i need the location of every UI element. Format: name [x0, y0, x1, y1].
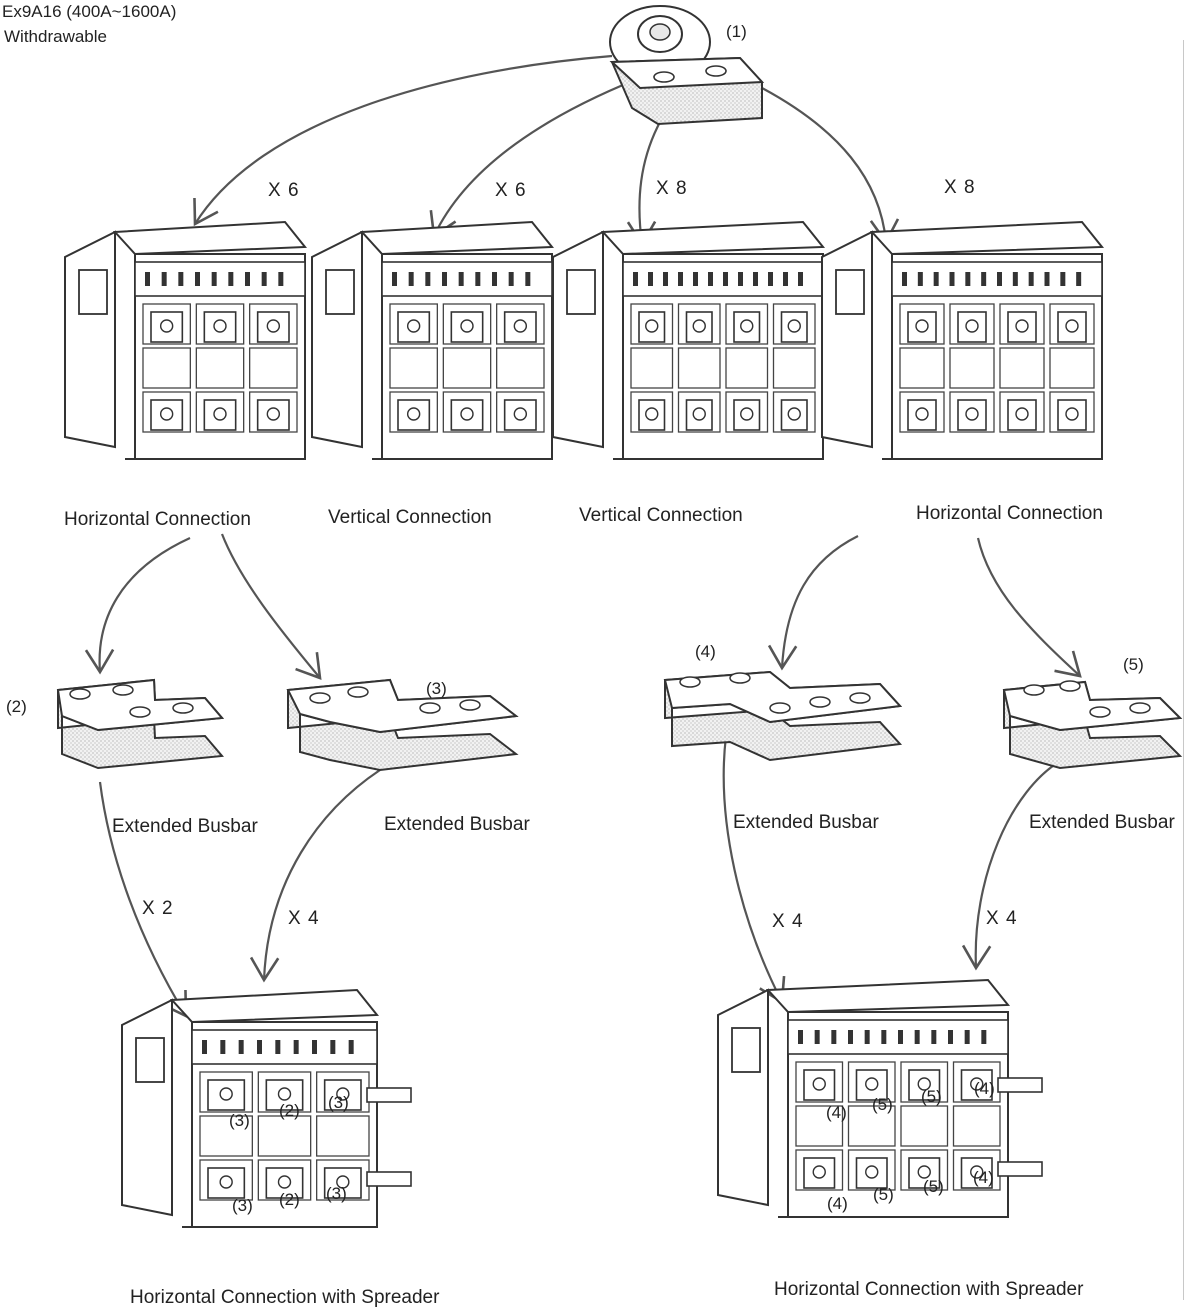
- spreader-2-top-ref-1: (4): [826, 1103, 847, 1122]
- spreader-2-drawing: [717, 978, 1043, 1218]
- busbar-2-drawing: [56, 678, 225, 770]
- busbar-4-qty: X 4: [772, 911, 804, 932]
- spreader-1-label: Horizontal Connection with Spreader: [130, 1287, 440, 1308]
- spreader-1-top-ref-2: (2): [279, 1101, 300, 1120]
- breaker-2-qty: X 6: [495, 180, 527, 201]
- arrow-busbar-5-to-spreader-2: [961, 759, 1063, 971]
- breaker-3-qty: X 8: [656, 178, 688, 199]
- busbar-5-qty: X 4: [986, 908, 1018, 929]
- busbar-4-ref: (4): [695, 642, 716, 661]
- busbar-5-drawing: [1002, 680, 1183, 770]
- arrow-1-to-breaker-4: [761, 87, 900, 245]
- spreader-2-label: Horizontal Connection with Spreader: [774, 1279, 1084, 1300]
- breaker-3-label: Vertical Connection: [579, 505, 743, 526]
- busbar-5-label: Extended Busbar: [1029, 812, 1175, 833]
- breaker-2-label: Vertical Connection: [328, 507, 492, 528]
- spreader-1-drawing: [121, 988, 412, 1228]
- spreader-1-bottom-ref-2: (2): [279, 1190, 300, 1209]
- breaker-4-label: Horizontal Connection: [916, 503, 1103, 524]
- arrow-busbar-3-to-spreader-1: [249, 769, 381, 983]
- parts-layer: [56, 5, 1183, 1228]
- busbar-2-ref: (2): [6, 697, 27, 716]
- spreader-2-top-ref-3: (5): [921, 1087, 942, 1106]
- breaker-1-label: Horizontal Connection: [64, 509, 251, 530]
- busbar-4-drawing: [663, 670, 903, 762]
- busbar-3-label: Extended Busbar: [384, 814, 530, 835]
- spreader-1-top-ref-3: (3): [328, 1093, 349, 1112]
- arrows-layer: [84, 54, 1082, 1019]
- spreader-1-bottom-ref-3: (3): [326, 1184, 347, 1203]
- busbar-3-qty: X 4: [288, 908, 320, 929]
- spreader-2-bottom-ref-3: (5): [923, 1177, 944, 1196]
- breaker-1-qty: X 6: [268, 180, 300, 201]
- spreader-1-top-ref-1: (3): [229, 1111, 250, 1130]
- breaker-2-drawing: [311, 220, 555, 460]
- arrow-breaker-4-to-busbar-5: [976, 537, 1082, 678]
- spreader-2-bottom-ref-2: (5): [873, 1185, 894, 1204]
- breaker-4-qty: X 8: [944, 177, 976, 198]
- arrow-breaker-1-to-busbar-3: [220, 533, 322, 680]
- busbar-3-drawing: [286, 678, 519, 772]
- busbar-3-ref: (3): [426, 679, 447, 698]
- arrow-busbar-4-to-spreader-2: [722, 735, 786, 1005]
- mounting-type: Withdrawable: [4, 27, 107, 46]
- breaker-4-drawing: [821, 220, 1105, 460]
- model-title: Ex9A16 (400A~1600A): [2, 2, 177, 21]
- breaker-3-drawing: [552, 220, 826, 460]
- spreader-1-bottom-ref-1: (3): [232, 1196, 253, 1215]
- arrow-1-to-breaker-2: [429, 76, 641, 239]
- busbar-5-ref: (5): [1123, 655, 1144, 674]
- spreader-2-top-ref-4: (4): [974, 1079, 995, 1098]
- spreader-2-bottom-ref-4: (4): [973, 1168, 994, 1187]
- arrow-breaker-4-to-busbar-4: [767, 535, 859, 671]
- terminal-part-ref: (1): [726, 22, 747, 41]
- spreader-2-bottom-ref-1: (4): [827, 1194, 848, 1213]
- busbar-2-qty: X 2: [142, 898, 174, 919]
- busbar-2-label: Extended Busbar: [112, 816, 258, 837]
- terminal-part-1: [609, 5, 765, 126]
- breaker-1-drawing: [64, 220, 308, 460]
- spreader-2-top-ref-2: (5): [872, 1095, 893, 1114]
- page-edge-rule: [1183, 40, 1184, 1300]
- busbar-4-label: Extended Busbar: [733, 812, 879, 833]
- arrow-breaker-1-to-busbar-2: [84, 536, 191, 675]
- arrow-1-to-breaker-1: [193, 54, 613, 227]
